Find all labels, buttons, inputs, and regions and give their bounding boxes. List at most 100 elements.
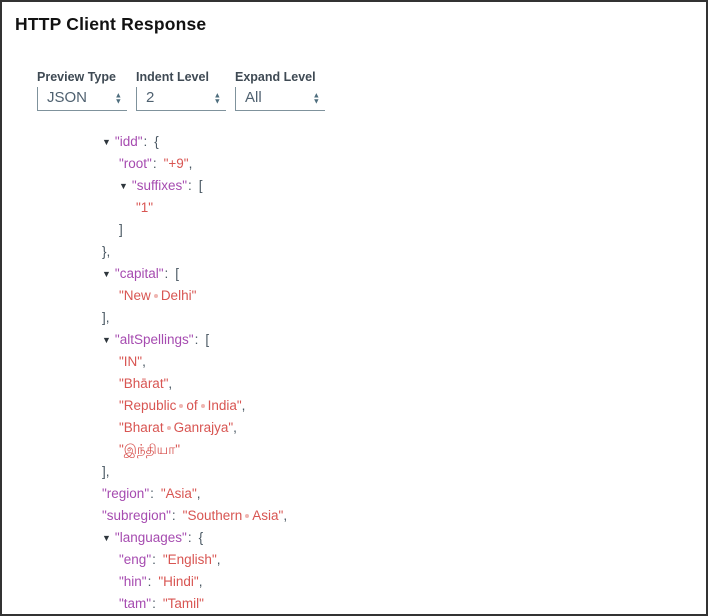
- open-bracket: {: [154, 134, 159, 149]
- json-line: ▼"altSpellings": [: [102, 329, 706, 351]
- open-bracket: [: [205, 332, 210, 347]
- json-line: "region": "Asia",: [102, 483, 706, 505]
- json-line: },: [102, 241, 706, 263]
- json-string: "Asia": [160, 486, 197, 501]
- json-string: "New: [119, 288, 151, 303]
- arrow-down-icon: ▼: [114, 96, 122, 106]
- preview-type-control: Preview Type JSON ▲▼: [37, 70, 127, 111]
- colon: :: [188, 178, 192, 193]
- comma: ,: [216, 552, 221, 567]
- indent-level-control: Indent Level 2 ▲▼: [136, 70, 226, 111]
- collapse-triangle-icon[interactable]: ▼: [102, 137, 111, 147]
- comma: ,: [241, 398, 246, 413]
- comma: ,: [105, 464, 110, 479]
- json-line: "New Delhi": [102, 285, 706, 307]
- json-line: "1": [102, 197, 706, 219]
- colon: :: [152, 596, 156, 611]
- json-string: India": [207, 398, 242, 413]
- json-key: "subregion": [102, 508, 171, 523]
- json-string: "Bharat: [119, 420, 164, 435]
- colon: :: [194, 332, 199, 347]
- comma: ,: [142, 354, 146, 369]
- collapse-triangle-icon[interactable]: ▼: [102, 335, 111, 345]
- json-key: "root": [119, 156, 152, 171]
- json-string: "Republic: [119, 398, 177, 413]
- expand-level-control: Expand Level All ▲▼: [235, 70, 325, 111]
- json-key: "region": [102, 486, 150, 501]
- indent-level-select[interactable]: 2 ▲▼: [136, 87, 226, 111]
- arrow-down-icon: ▼: [213, 96, 221, 106]
- colon: :: [164, 266, 169, 281]
- json-string: "Southern: [182, 508, 243, 523]
- json-string: "1": [136, 200, 154, 215]
- arrow-up-icon: ▲: [213, 90, 221, 99]
- json-line: ]: [102, 219, 706, 241]
- collapse-triangle-icon[interactable]: ▼: [102, 533, 111, 543]
- json-line: ▼"capital":[: [102, 263, 706, 285]
- arrow-down-icon: ▼: [312, 96, 320, 106]
- close-bracket: ]: [102, 310, 106, 325]
- panel-title: HTTP Client Response: [15, 14, 207, 34]
- comma: ,: [188, 156, 193, 171]
- space-dot-icon: [166, 425, 171, 430]
- preview-type-value: JSON: [47, 89, 88, 106]
- json-string: "Bhārat": [119, 376, 169, 391]
- json-line: "tam": "Tamil": [102, 593, 706, 614]
- space-dot-icon: [200, 403, 205, 408]
- spinner-arrows-icon: ▲▼: [114, 91, 122, 106]
- colon: :: [171, 508, 176, 523]
- json-string: of: [186, 398, 198, 413]
- indent-level-label: Indent Level: [136, 70, 209, 84]
- comma: ,: [105, 310, 110, 325]
- preview-type-select[interactable]: JSON ▲▼: [37, 87, 127, 111]
- open-bracket: [: [198, 178, 203, 193]
- comma: ,: [106, 244, 111, 259]
- collapse-triangle-icon[interactable]: ▼: [119, 181, 128, 191]
- collapse-triangle-icon[interactable]: ▼: [102, 269, 111, 279]
- json-tree: ▼"idd":{"root":"+9",▼"suffixes":["1"]},▼…: [2, 131, 706, 614]
- expand-level-label: Expand Level: [235, 70, 316, 84]
- json-key: "idd": [114, 134, 143, 149]
- json-key: "suffixes": [131, 178, 188, 193]
- arrow-up-icon: ▲: [312, 90, 320, 99]
- json-string: "Hindi": [158, 574, 199, 589]
- json-string: "+9": [163, 156, 189, 171]
- colon: :: [147, 574, 152, 589]
- expand-level-value: All: [245, 89, 262, 106]
- comma: ,: [283, 508, 288, 523]
- json-key: "eng": [119, 552, 152, 567]
- json-line: "Republic of India",: [102, 395, 706, 417]
- json-string: "Tamil": [162, 596, 204, 611]
- json-key: "languages": [114, 530, 187, 545]
- close-bracket: ]: [102, 464, 106, 479]
- colon: :: [143, 134, 148, 149]
- json-line: "இந்தியா": [102, 439, 706, 461]
- comma: ,: [168, 376, 173, 391]
- json-string: "English": [162, 552, 217, 567]
- json-key: "tam": [119, 596, 152, 611]
- colon: :: [152, 552, 156, 567]
- colon: :: [152, 156, 157, 171]
- json-line: "root": "+9",: [102, 153, 706, 175]
- comma: ,: [198, 574, 203, 589]
- json-line: ▼"suffixes": [: [102, 175, 706, 197]
- expand-level-select[interactable]: All ▲▼: [235, 87, 325, 111]
- json-string: "இந்தியா": [119, 442, 181, 457]
- comma: ,: [196, 486, 201, 501]
- json-line: "IN",: [102, 351, 706, 373]
- json-line: "hin":"Hindi",: [102, 571, 706, 593]
- indent-level-value: 2: [146, 89, 155, 106]
- preview-controls: Preview Type JSON ▲▼ Indent Level 2 ▲▼ E…: [37, 70, 706, 111]
- json-line: ],: [102, 307, 706, 329]
- json-key: "altSpellings": [114, 332, 194, 347]
- json-key: "capital": [114, 266, 164, 281]
- open-bracket: {: [198, 530, 204, 545]
- json-string: Delhi": [160, 288, 197, 303]
- colon: :: [150, 486, 154, 501]
- comma: ,: [233, 420, 237, 435]
- close-bracket: ]: [119, 222, 123, 237]
- space-dot-icon: [153, 293, 158, 298]
